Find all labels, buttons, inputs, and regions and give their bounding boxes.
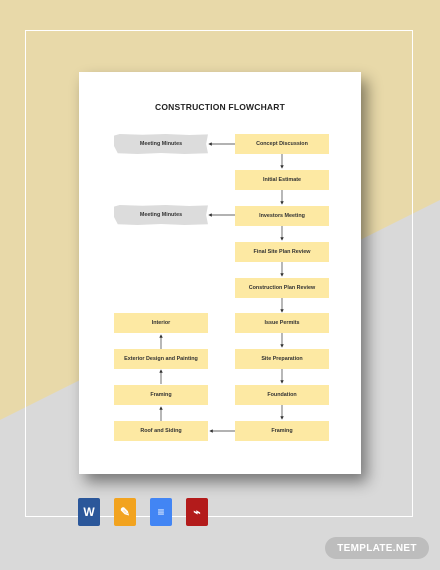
brand-badge[interactable]: TEMPLATE.NET: [325, 537, 429, 559]
pages-icon[interactable]: ✎: [114, 498, 136, 526]
step-foundation: Foundation: [235, 385, 329, 405]
step-concept-discussion: Concept Discussion: [235, 134, 329, 154]
decorative-frame: [25, 30, 413, 517]
step-investors-meeting: Investors Meeting: [235, 206, 329, 226]
note-meeting-minutes-2: Meeting Minutes: [114, 205, 208, 225]
google-docs-icon[interactable]: ≡: [150, 498, 172, 526]
file-format-icons: W ✎ ≡ ⌁: [78, 498, 208, 526]
step-interior: Interior: [114, 313, 208, 333]
flowchart-page: CONSTRUCTION FLOWCHART: [79, 72, 361, 474]
connector-arrows: [159, 142, 284, 433]
step-initial-estimate: Initial Estimate: [235, 170, 329, 190]
note-meeting-minutes-1: Meeting Minutes: [114, 134, 208, 154]
step-exterior-design-painting: Exterior Design and Painting: [114, 349, 208, 369]
step-roof-and-siding: Roof and Siding: [114, 421, 208, 441]
step-construction-plan-review: Construction Plan Review: [235, 278, 329, 298]
step-issue-permits: Issue Permits: [235, 313, 329, 333]
word-icon[interactable]: W: [78, 498, 100, 526]
step-framing-right: Framing: [235, 421, 329, 441]
step-site-preparation: Site Preparation: [235, 349, 329, 369]
step-final-site-plan-review: Final Site Plan Review: [235, 242, 329, 262]
page-title: CONSTRUCTION FLOWCHART: [155, 102, 285, 112]
pdf-icon[interactable]: ⌁: [186, 498, 208, 526]
step-framing-left: Framing: [114, 385, 208, 405]
